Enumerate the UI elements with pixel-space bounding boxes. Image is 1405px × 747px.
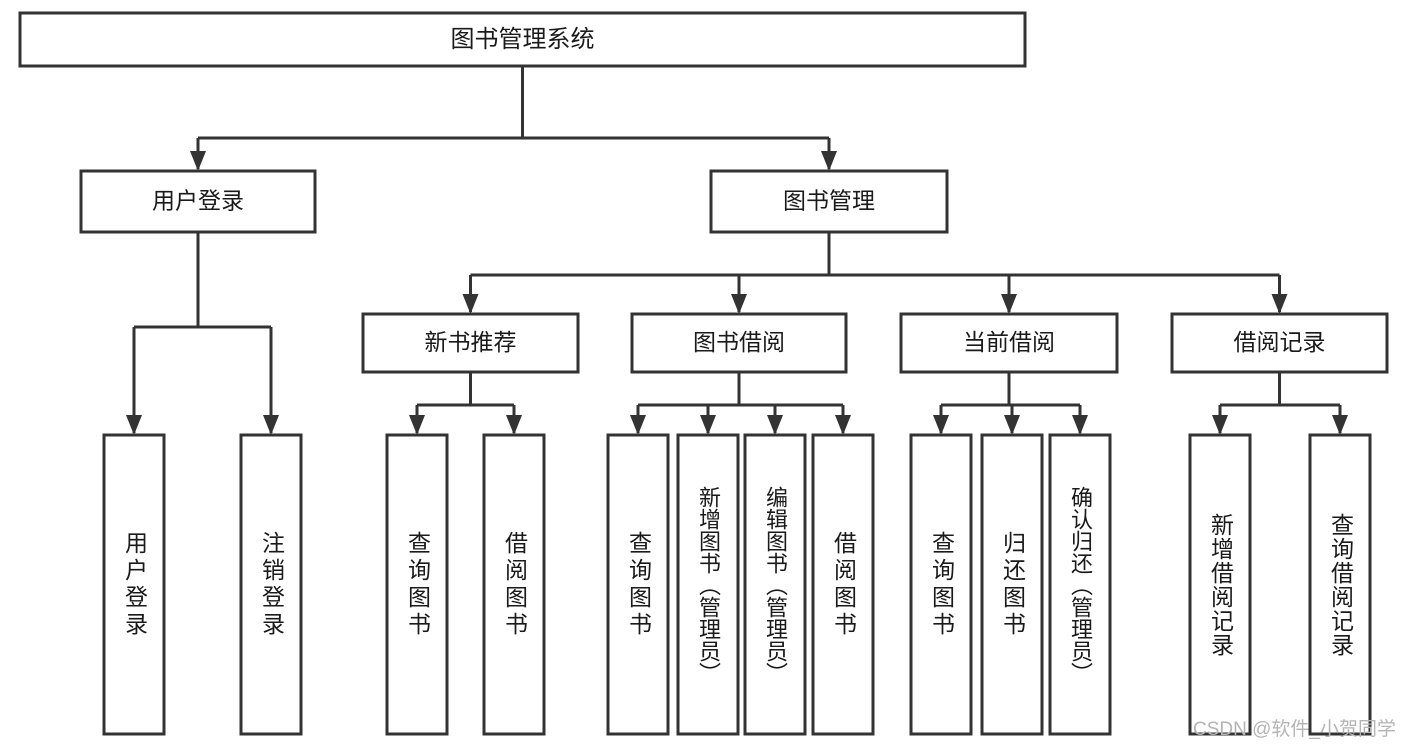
node-level3-2[interactable] [899, 312, 1119, 374]
node-root[interactable] [18, 11, 1027, 68]
connector-layer [126, 66, 1348, 435]
login-arrow-1 [263, 415, 279, 435]
leaf-node-11[interactable] [1188, 433, 1252, 736]
node-level2-0[interactable] [79, 169, 317, 234]
node-level3-1[interactable] [630, 312, 848, 374]
node-level3-label-0: 新书推荐 [425, 329, 517, 355]
arrow-to-level3-0 [462, 294, 479, 314]
leaf-node-6[interactable] [743, 433, 807, 736]
leaf-node-5[interactable] [676, 433, 740, 736]
arrow-to-manage [821, 151, 837, 171]
arrow-to-level3-3 [1271, 294, 1288, 314]
record-arrow-1 [1332, 415, 1348, 435]
leaf-node-1[interactable] [239, 433, 303, 736]
borrow-arrow-3 [835, 415, 851, 435]
leaf-node-9[interactable] [980, 433, 1044, 736]
leaf-node-0[interactable] [102, 433, 166, 736]
node-level2-label-0: 用户登录 [152, 188, 244, 214]
node-level3-0[interactable] [361, 312, 580, 374]
leaf-node-2[interactable] [385, 433, 449, 736]
current-arrow-0 [933, 415, 949, 435]
box-layer [18, 11, 1389, 736]
leaf-node-10[interactable] [1048, 433, 1112, 736]
newbook-arrow-0 [409, 415, 425, 435]
leaf-node-4[interactable] [606, 433, 670, 736]
newbook-arrow-1 [506, 415, 522, 435]
leaf-node-3[interactable] [482, 433, 546, 736]
current-arrow-1 [1004, 415, 1020, 435]
csdn-watermark: CSDN @软件_小贺同学 [1193, 719, 1396, 740]
record-arrow-0 [1212, 415, 1228, 435]
node-level2-1[interactable] [709, 169, 949, 234]
current-arrow-2 [1072, 415, 1088, 435]
leaf-node-7[interactable] [811, 433, 875, 736]
node-root-label: 图书管理系统 [451, 26, 595, 53]
node-level3-3[interactable] [1170, 312, 1389, 374]
leaf-node-8[interactable] [909, 433, 973, 736]
arrow-to-level3-1 [731, 294, 747, 314]
leaf-node-12[interactable] [1308, 433, 1372, 736]
node-level3-label-3: 借阅记录 [1234, 329, 1326, 355]
borrow-arrow-1 [700, 415, 716, 435]
arrow-to-level3-2 [1001, 294, 1017, 314]
arrow-to-login [190, 151, 206, 171]
borrow-arrow-2 [767, 415, 783, 435]
node-level3-label-1: 图书借阅 [693, 329, 785, 355]
borrow-arrow-0 [630, 415, 646, 435]
login-arrow-0 [126, 415, 142, 435]
node-level3-label-2: 当前借阅 [963, 329, 1055, 355]
node-level2-label-1: 图书管理 [783, 188, 875, 214]
